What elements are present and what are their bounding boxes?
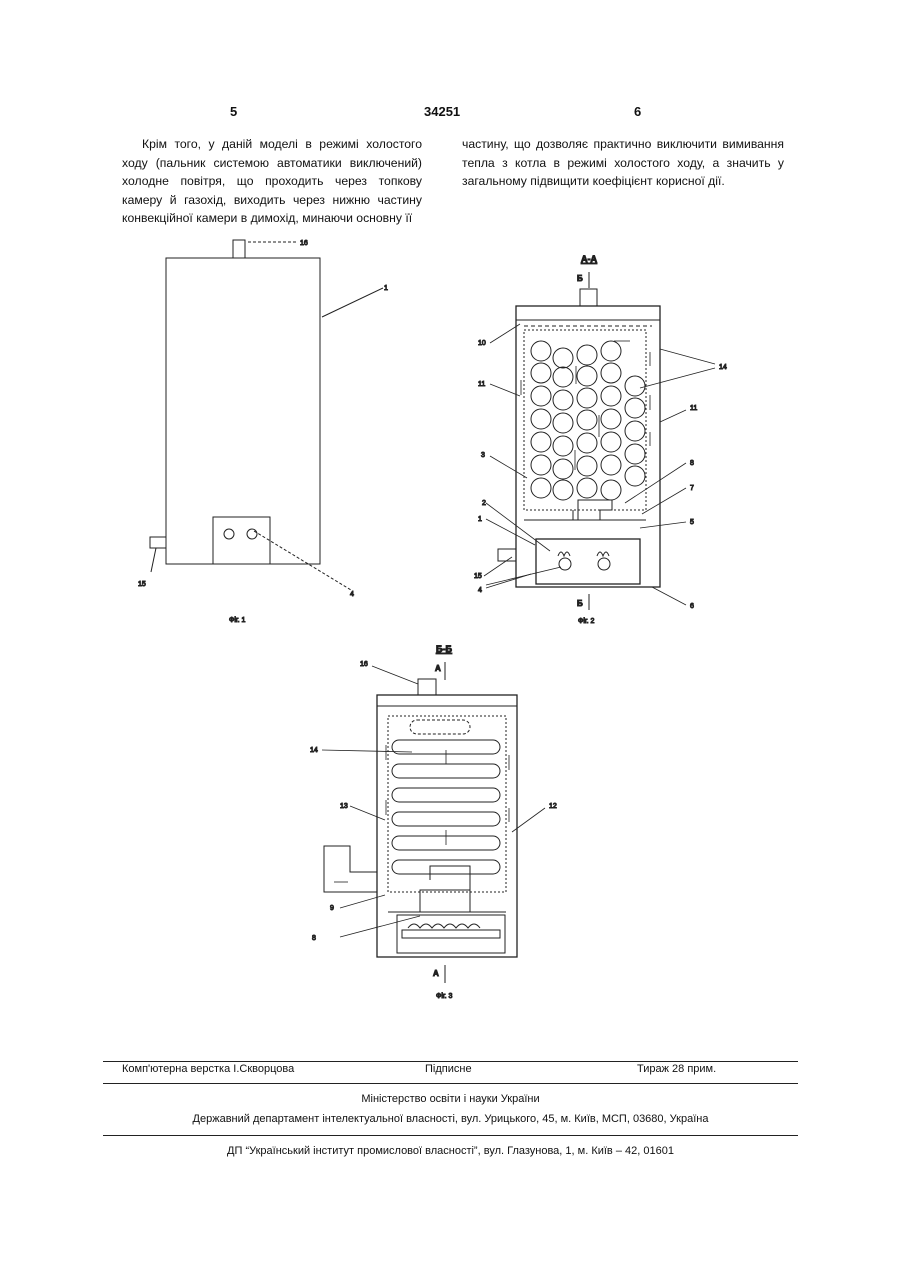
label-4: 4 [350, 591, 354, 598]
label-11-right: 11 [690, 405, 697, 412]
footer-signed: Підписне [425, 1063, 472, 1075]
label-8: 8 [690, 460, 694, 467]
chimney-duct [324, 846, 377, 892]
gas-passage [420, 890, 470, 912]
flow-arrows [334, 745, 509, 882]
section-title-a-a: А-А [581, 254, 597, 264]
flame [558, 552, 570, 556]
label-8: 8 [312, 935, 316, 942]
footer-circulation: Тираж 28 прим. [637, 1063, 716, 1075]
leader-line [254, 531, 351, 590]
label-13: 13 [340, 803, 348, 810]
flue-outlet [580, 289, 597, 306]
label-10: 10 [478, 340, 486, 347]
cut-label-top: А [435, 664, 441, 673]
footer-rule [103, 1135, 798, 1136]
flame [408, 924, 480, 928]
figure-2: А-А Б Б [474, 254, 727, 625]
cut-label-top: Б [577, 274, 583, 283]
label-6: 6 [690, 603, 694, 610]
footer-ministry: Міністерство освіти і науки України [0, 1093, 901, 1105]
boiler-body-outline [166, 258, 320, 564]
figure-2-caption: Фіг. 2 [578, 617, 594, 625]
label-16: 16 [300, 240, 308, 247]
figure-3: Б-Б А А [310, 644, 557, 1000]
label-1: 1 [384, 285, 388, 292]
label-1: 1 [478, 516, 482, 523]
label-9: 9 [330, 905, 334, 912]
label-15: 15 [138, 581, 146, 588]
label-7: 7 [690, 485, 694, 492]
leader-line [151, 548, 156, 572]
footer-institute: ДП “Український інститут промислової вла… [0, 1145, 901, 1157]
heat-exchanger-tubes [392, 720, 500, 874]
burner [559, 558, 571, 570]
footer-department: Державний департамент інтелектуальної вл… [0, 1113, 901, 1125]
footer-typesetting: Комп'ютерна верстка І.Скворцова [122, 1063, 294, 1075]
cut-label-bottom: А [433, 969, 439, 978]
leader-lines [484, 324, 715, 605]
label-14: 14 [719, 364, 727, 371]
label-16: 16 [360, 661, 368, 668]
footer-rule [103, 1083, 798, 1084]
figure-3-caption: Фіг. 3 [436, 992, 452, 1000]
burner [598, 558, 610, 570]
cut-label-bottom: Б [577, 599, 583, 608]
label-14: 14 [310, 747, 318, 754]
burner-hole [224, 529, 234, 539]
label-15: 15 [474, 573, 482, 580]
combustion-chamber [536, 539, 640, 584]
label-5: 5 [690, 519, 694, 526]
flue-outlet [233, 240, 245, 258]
section-title-b-b: Б-Б [436, 644, 452, 654]
footer-rule [103, 1061, 798, 1062]
gas-duct [430, 866, 470, 890]
label-2: 2 [482, 500, 486, 507]
combustion-chamber [397, 915, 505, 953]
heat-exchanger-tubes [531, 341, 645, 500]
flue-outlet [418, 679, 436, 695]
burner-hole [247, 529, 257, 539]
leader-line [322, 288, 383, 317]
label-12: 12 [549, 803, 557, 810]
flame [597, 552, 609, 556]
figure-1: 16 1 15 4 Фіг. 1 [138, 240, 388, 624]
inlet-pipe [150, 537, 166, 548]
label-4: 4 [478, 587, 482, 594]
boiler-outline [516, 306, 660, 587]
burner [402, 930, 500, 938]
burner-window [213, 517, 270, 564]
figure-1-caption: Фіг. 1 [229, 616, 245, 624]
label-3: 3 [481, 452, 485, 459]
label-11-left: 11 [478, 381, 485, 388]
inlet-pipe [498, 549, 516, 561]
